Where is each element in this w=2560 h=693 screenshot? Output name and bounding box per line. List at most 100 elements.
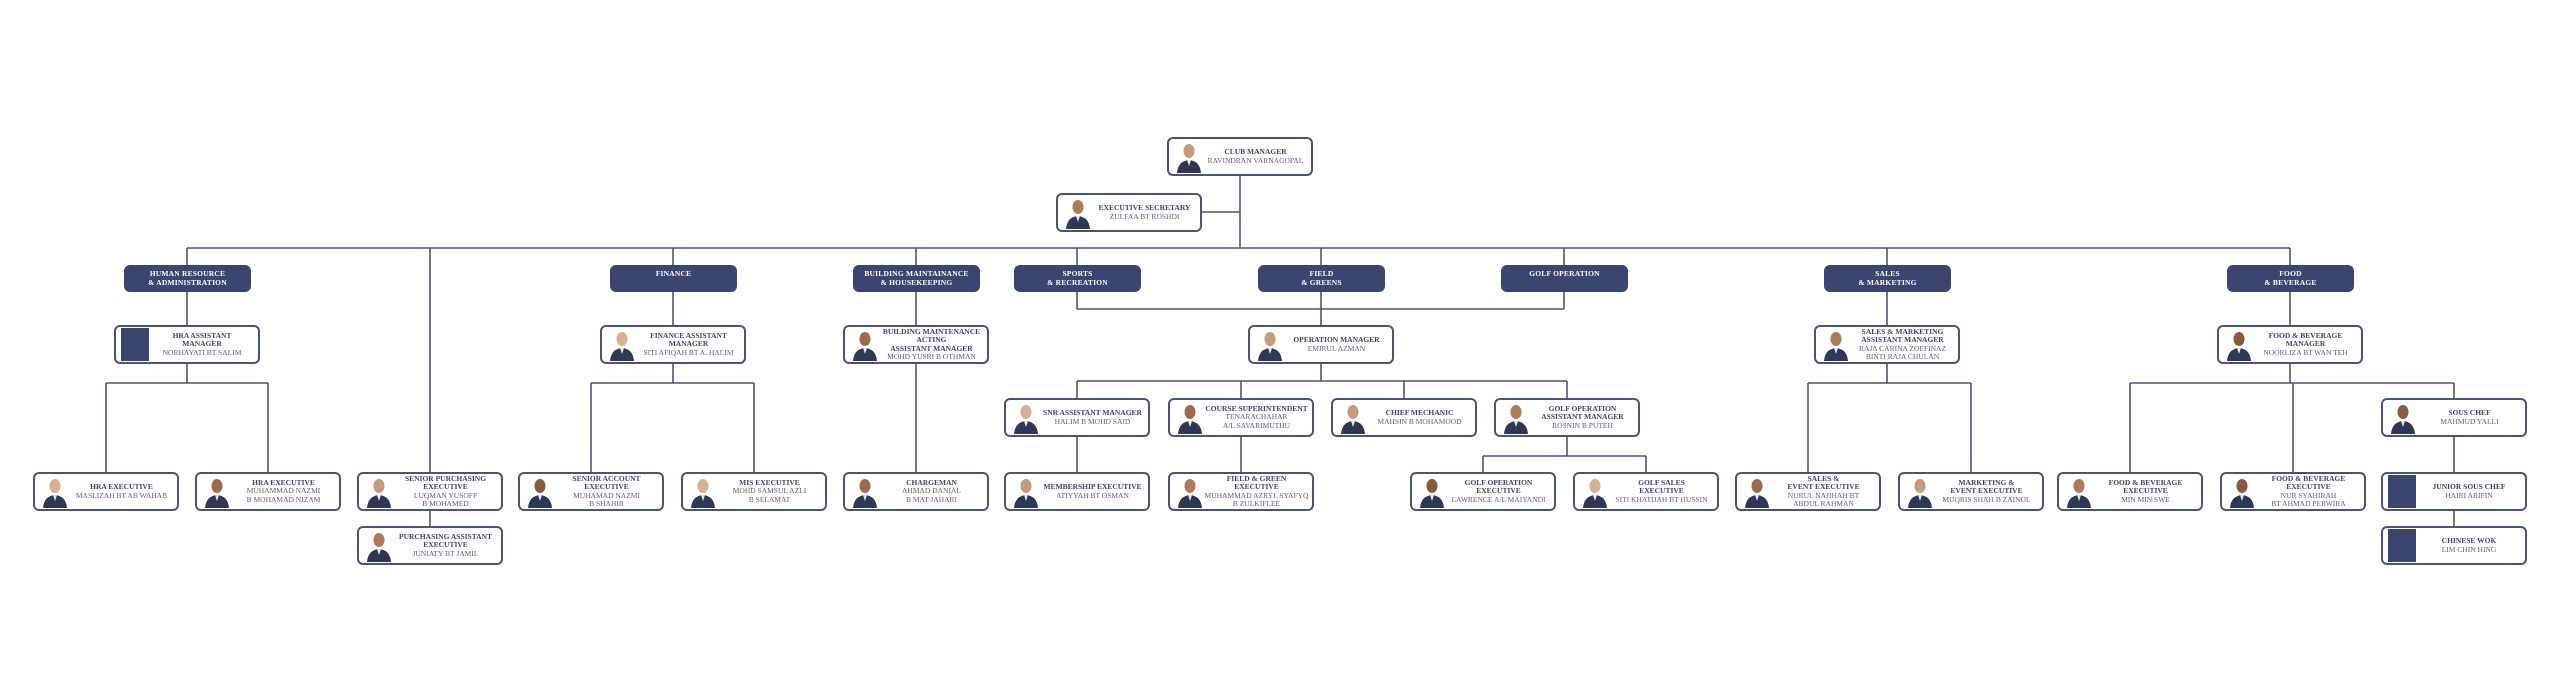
job-title: MANAGER	[668, 339, 709, 349]
department-header-golf[interactable]: GOLF OPERATION	[1501, 265, 1628, 292]
person-name: ROSNIN B PUTEH	[1552, 420, 1613, 430]
department-label: & MARKETING	[1858, 278, 1917, 287]
person-name: MUHAMAD NAZMI	[573, 490, 640, 500]
department-header-hr[interactable]: HUMAN RESOURCE& ADMINISTRATION	[124, 265, 251, 292]
person-photo-icon	[851, 476, 879, 508]
person-name: MAHMUD YALLI	[2440, 416, 2499, 426]
person-photo-icon	[1581, 476, 1609, 508]
department-label: HUMAN RESOURCE	[149, 269, 226, 278]
person-name: SITI AFIQAH BT A. HALIM	[643, 347, 734, 357]
job-title: EXECUTIVE	[1476, 486, 1521, 496]
person-photo-icon	[1822, 329, 1850, 361]
job-title: OPERATION MANAGER	[1293, 335, 1380, 344]
department-header-fin[interactable]: FINANCE	[610, 265, 737, 292]
job-title: FOOD & BEVERAGE	[2108, 477, 2183, 487]
job-title: HRA EXECUTIVE	[90, 482, 153, 491]
job-title: HRA ASSISTANT	[172, 330, 232, 340]
department-header-sports[interactable]: SPORTS& RECREATION	[1014, 265, 1141, 292]
person-photo-icon	[2389, 402, 2417, 434]
department-label: FIELD	[1309, 269, 1334, 278]
person-photo-icon	[1012, 476, 1040, 508]
person-photo-icon	[1502, 402, 1530, 434]
person-photo-icon	[41, 476, 69, 508]
job-title: ASSISTANT MANAGER	[890, 343, 973, 353]
person-name: EMIRUL AZMAN	[1307, 343, 1366, 353]
job-title: PURCHASING ASSISTANT	[398, 531, 492, 541]
person-name: MUHAMMAD AZRYL SYAFYQ	[1204, 490, 1309, 500]
person-name: A/L SAVARIMUTHU	[1222, 420, 1291, 430]
department-label: & HOUSEKEEPING	[880, 278, 953, 287]
job-title: EXECUTIVE	[584, 482, 629, 491]
person-name: JUNIATY BT JAMIL	[412, 548, 479, 558]
photo-placeholder	[2388, 475, 2416, 508]
department-header-bm[interactable]: BUILDING MAINTAINANCE& HOUSEKEEPING	[853, 265, 980, 292]
person-name: HAIRI ARIFIN	[2445, 490, 2493, 500]
person-name: LAWRENCE A/L MAIYANDI	[1451, 494, 1546, 504]
department-label: FOOD	[2279, 269, 2302, 278]
person-name: BINTI RAJA CHULAN	[1865, 352, 1940, 361]
job-title: EXECUTIVE	[1639, 486, 1684, 496]
department-header-field[interactable]: FIELD& GREENS	[1258, 265, 1385, 292]
person-name: LIM CHIN HING	[2441, 544, 2497, 554]
job-title: HRA EXECUTIVE	[252, 477, 315, 487]
department-label: & BEVERAGE	[2264, 278, 2317, 287]
job-title: EXECUTIVE SECRETARY	[1098, 203, 1191, 212]
person-name: NUR SYAHIRAH	[2280, 490, 2337, 500]
person-name: LUQMAN YUSOFF	[413, 490, 478, 500]
person-photo-icon	[1339, 402, 1367, 434]
department-header-fb[interactable]: FOOD& BEVERAGE	[2227, 265, 2354, 292]
person-photo-icon	[1256, 329, 1284, 361]
person-name: BT AHMAD PERWIRA	[2271, 499, 2346, 508]
job-title: EXECUTIVE	[2123, 486, 2168, 496]
job-title: FIELD & GREEN	[1226, 473, 1287, 483]
person-name: ATIYYAH BT OSMAN	[1056, 490, 1129, 500]
photo-placeholder	[2388, 529, 2416, 562]
job-title: EXECUTIVE	[2286, 482, 2331, 491]
job-title: GOLF OPERATION	[1464, 477, 1533, 487]
department-header-sales[interactable]: SALES& MARKETING	[1824, 265, 1951, 292]
person-photo-icon	[2065, 476, 2093, 508]
